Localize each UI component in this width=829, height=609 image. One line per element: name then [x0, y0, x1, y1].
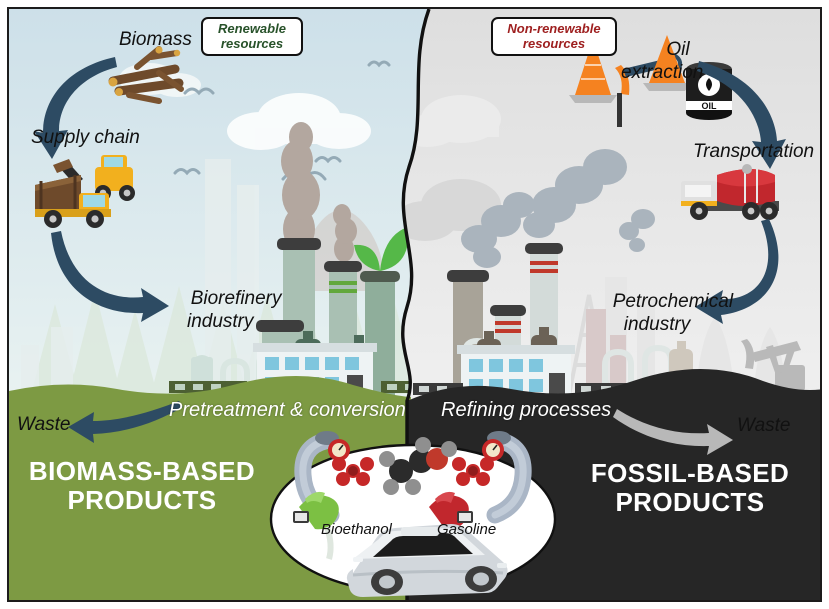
flow-arrows	[34, 57, 786, 324]
ethanol-molecule	[379, 437, 457, 495]
refinery-plant-icon	[413, 243, 693, 397]
label-waste-left: Waste	[17, 414, 71, 435]
label-oil-extraction: Oil extraction	[621, 15, 703, 108]
birds-icon	[173, 60, 391, 182]
callout-renewable-line2: resources	[220, 35, 284, 51]
label-biorefinery-text: Biorefinery industry	[186, 288, 282, 333]
callout-nonrenewable-line1: Non-renewable	[507, 21, 601, 36]
arrow-waste-right	[613, 409, 733, 455]
label-oil-extraction-text: Oil extraction	[621, 39, 704, 84]
biorefinery-plant-icon	[169, 122, 429, 397]
arrow-transport-to-petro	[695, 219, 779, 324]
biomass-products-line2: PRODUCTS	[67, 485, 217, 516]
smoke-plume-right	[461, 149, 655, 268]
figure-frame: OIL	[7, 7, 822, 602]
callout-renewable-line1: Renewable	[218, 21, 286, 36]
right-scenery	[402, 95, 805, 397]
callout-renewable-resources: Renewable resources	[201, 17, 303, 57]
pressure-gauge-icon	[328, 439, 504, 461]
label-supply-chain: Supply chain	[31, 127, 140, 148]
label-transportation: Transportation	[693, 141, 815, 162]
fossil-products-line2: PRODUCTS	[615, 487, 765, 518]
oil-barrel-icon: OIL	[686, 62, 732, 120]
car-icon	[346, 524, 508, 597]
log-truck-icon	[35, 175, 111, 228]
arrow-waste-left	[68, 401, 183, 443]
scene-artwork: OIL	[9, 9, 820, 600]
label-refining-processes: Refining processes	[441, 399, 612, 421]
svg-text:OIL: OIL	[702, 101, 718, 111]
arrow-supply-to-biorefinery	[51, 231, 169, 322]
panel-divider	[401, 9, 431, 600]
label-waste-right: Waste	[737, 415, 791, 436]
bioethanol-nozzle-icon	[293, 491, 339, 560]
pumpjack-icon	[615, 35, 691, 127]
biomass-products-line1: BIOMASS-BASED	[28, 456, 256, 486]
label-bioethanol: Bioethanol	[321, 521, 392, 538]
fossil-products-line1: FOSSIL-BASED	[590, 458, 790, 488]
label-biomass: Biomass	[119, 29, 192, 50]
callout-nonrenewable-line2: resources	[522, 35, 586, 51]
green-sprout-icon	[354, 227, 409, 271]
valve-wheel-icon	[332, 457, 494, 486]
tanker-truck-icon	[681, 164, 779, 220]
label-petrochemical-industry: Petrochemical industry	[581, 267, 733, 360]
biomass-products-heading: BIOMASS-BASED PRODUCTS	[17, 456, 267, 516]
pumpjack-icon	[741, 339, 805, 391]
fossil-products-heading: FOSSIL-BASED PRODUCTS	[565, 458, 815, 518]
label-pretreatment-conversion: Pretreatment & conversion	[169, 399, 406, 421]
label-petrochemical-text: Petrochemical industry	[612, 291, 734, 336]
callout-non-renewable-resources: Non-renewable resources	[491, 17, 617, 57]
label-biorefinery-industry: Biorefinery industry	[159, 264, 282, 357]
arrow-oil-to-transport	[697, 61, 786, 169]
label-gasoline: Gasoline	[437, 521, 497, 538]
log-pile-icon	[108, 46, 184, 104]
arrow-biomass-to-supply	[34, 57, 117, 159]
